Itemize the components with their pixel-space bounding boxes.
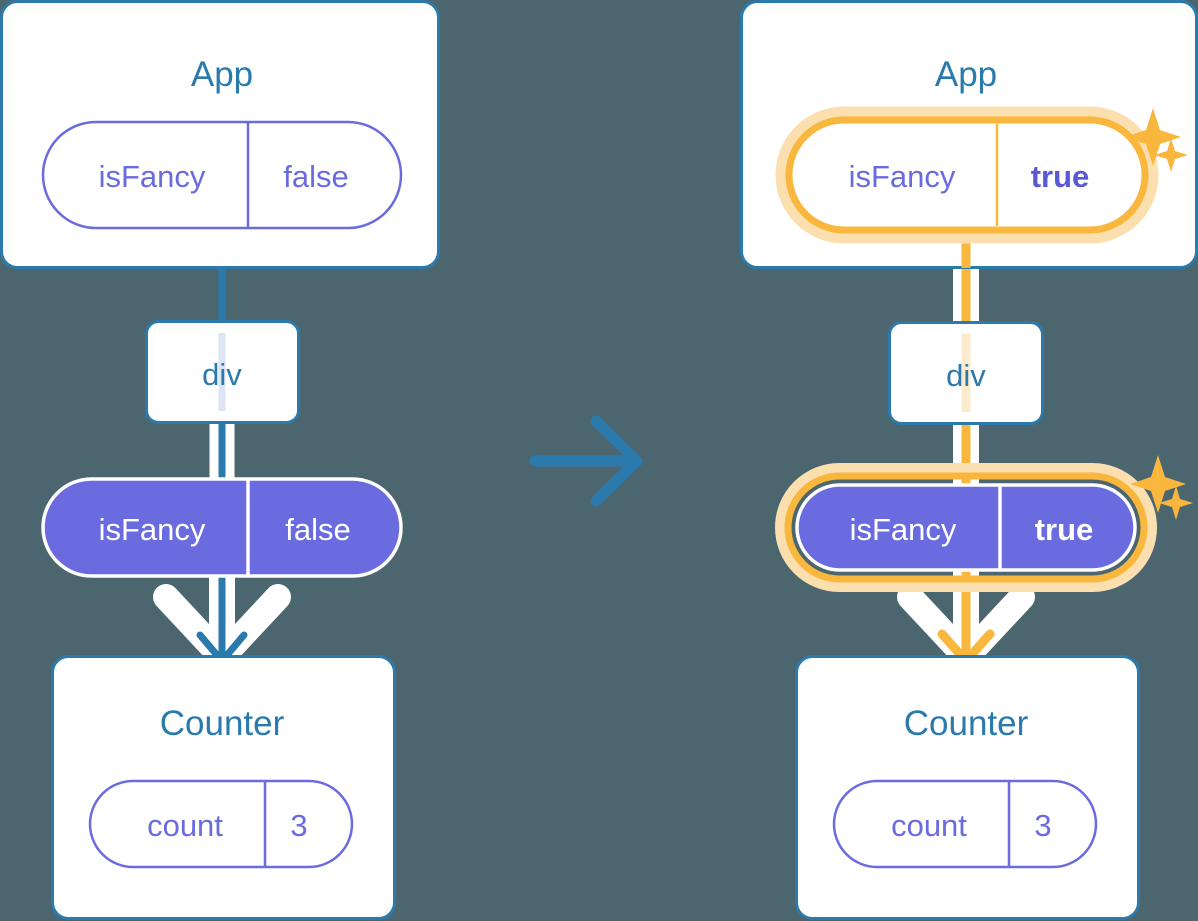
pill-body (795, 483, 1137, 572)
pill-highlight-ring (785, 116, 1149, 234)
pill-value-label: 3 (290, 808, 307, 843)
pill-value-label: false (285, 512, 350, 547)
transition-arrow-icon (529, 415, 643, 507)
pill-body (41, 477, 403, 578)
counter-state-pill-left: count 3 (88, 779, 354, 869)
prop-pill-left: isFancy false (41, 477, 403, 578)
pill-body (41, 120, 403, 230)
pill-highlight-glow (775, 463, 1157, 592)
pill-key-label: isFancy (850, 512, 957, 547)
div-node-left: div (145, 320, 300, 424)
sparkle-small-top-icon (1154, 138, 1188, 172)
pill-value-label: true (1031, 159, 1090, 194)
pill-key-label: isFancy (99, 159, 206, 194)
counter-state-pill-right: count 3 (832, 779, 1098, 869)
counter-card-title-left: Counter (160, 704, 285, 743)
panel-after: App isFancy true (740, 0, 1198, 920)
app-card-title-left: App (191, 55, 253, 94)
app-state-pill-left: isFancy false (41, 120, 403, 230)
pill-body (832, 779, 1098, 869)
panel-before: App isFancy false div (0, 0, 440, 920)
pill-key-label: count (891, 808, 967, 843)
prop-pill-right: isFancy true (775, 463, 1157, 592)
pill-highlight-glow (775, 106, 1159, 244)
pill-highlight-ring (784, 472, 1148, 583)
pill-key-label: isFancy (849, 159, 956, 194)
pill-body (88, 779, 354, 869)
app-state-pill-right: isFancy true (775, 106, 1159, 244)
sparkle-small-mid-icon (1159, 486, 1193, 520)
sparkle-large-top-icon (1125, 108, 1181, 166)
pill-value-label: false (283, 159, 348, 194)
pill-value-label: 3 (1034, 808, 1051, 843)
sparkle-large-mid-icon (1130, 455, 1186, 513)
pill-value-label: true (1035, 512, 1094, 547)
div-node-label: div (202, 357, 242, 392)
pill-key-label: count (147, 808, 223, 843)
pill-key-label: isFancy (99, 512, 206, 547)
app-card-title-right: App (935, 55, 997, 94)
counter-card-title-right: Counter (904, 704, 1029, 743)
div-node-right: div (888, 321, 1044, 425)
div-node-label: div (946, 358, 986, 393)
